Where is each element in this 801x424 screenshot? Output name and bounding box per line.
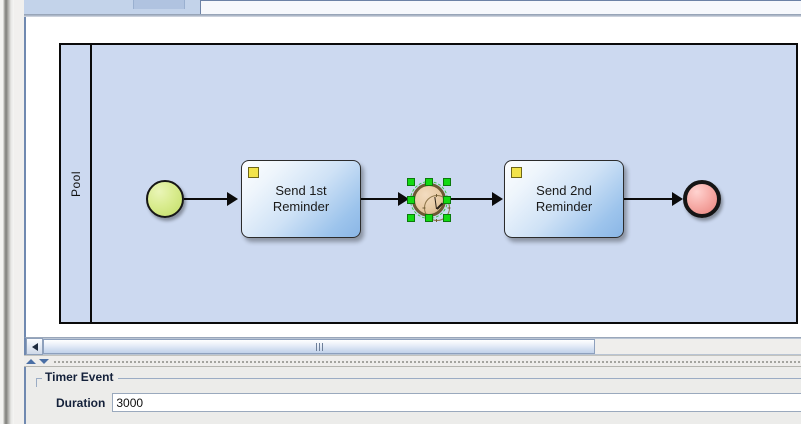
group-border-cap <box>36 379 37 387</box>
tab-strip-shadow <box>24 14 801 17</box>
bpmn-pool[interactable]: Pool <box>59 43 798 324</box>
horizontal-scrollbar[interactable] <box>24 337 801 355</box>
collapse-up-button[interactable] <box>24 356 37 366</box>
pool-label: Pool <box>68 170 83 197</box>
panel-bottom-fill <box>26 416 801 424</box>
timer-event-group: Timer Event Duration 3000 <box>36 370 801 424</box>
triangle-down-icon <box>38 358 49 364</box>
window-left-gutter <box>14 0 24 424</box>
collapse-down-button[interactable] <box>37 356 50 366</box>
diagram-canvas[interactable]: Pool Send 1st Reminder <box>24 17 801 337</box>
pool-header[interactable]: Pool <box>61 45 92 322</box>
divider-grip-dots <box>53 359 801 363</box>
duration-input[interactable]: 3000 <box>112 393 801 412</box>
properties-panel: Timer Event Duration 3000 <box>24 367 801 424</box>
window-left-edge <box>0 0 14 424</box>
triangle-up-icon <box>25 358 36 364</box>
scrollbar-thumb[interactable] <box>43 339 595 354</box>
tab-inactive[interactable] <box>133 0 185 9</box>
duration-field-row: Duration 3000 <box>36 393 801 412</box>
triangle-left-icon <box>31 342 38 351</box>
duration-label: Duration <box>56 395 106 410</box>
scrollbar-track[interactable] <box>43 338 801 355</box>
scroll-left-button[interactable] <box>26 338 43 355</box>
grip-lines-icon <box>315 342 323 351</box>
group-title: Timer Event <box>42 370 119 384</box>
split-pane-divider[interactable] <box>24 355 801 367</box>
tab-active[interactable] <box>200 0 801 14</box>
editor-tab-strip[interactable] <box>24 0 801 15</box>
